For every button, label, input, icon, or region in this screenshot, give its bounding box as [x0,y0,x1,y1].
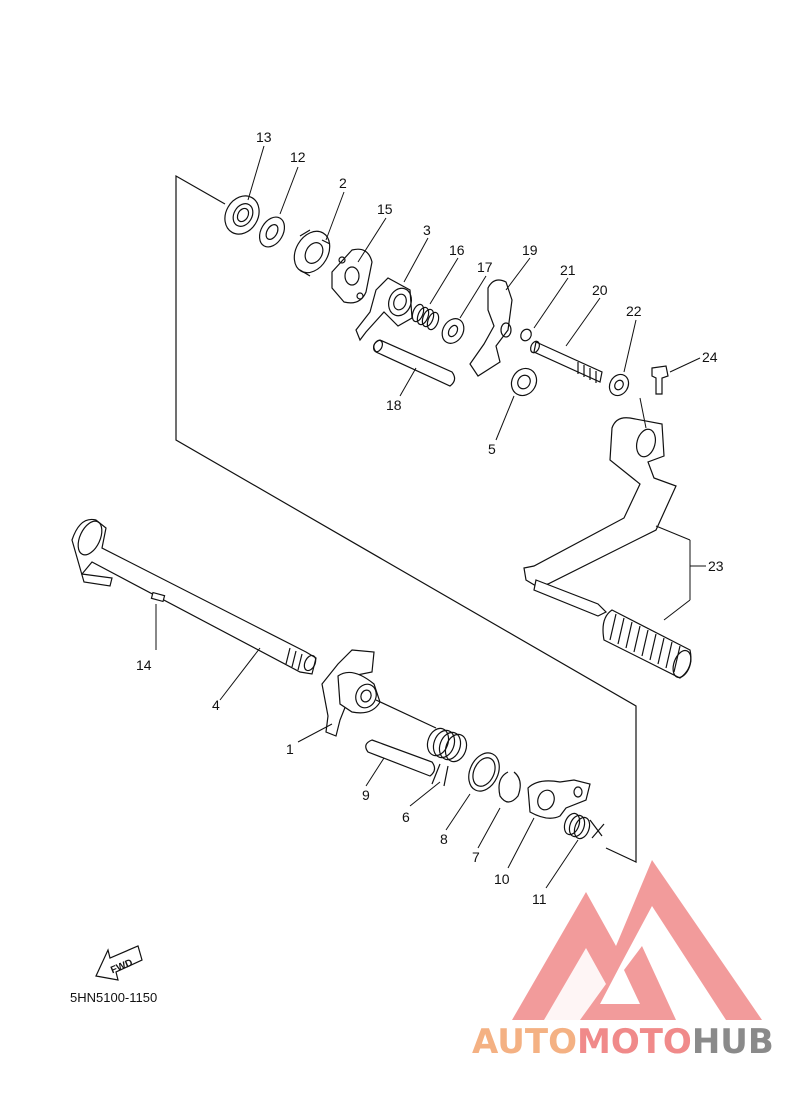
part-19-lever [469,279,513,377]
part-20-bolt [530,340,603,383]
label-9: 9 [362,787,370,803]
part-17-washer [441,318,465,344]
label-7: 7 [472,849,480,865]
label-24: 24 [702,349,718,365]
part-11-spring [563,812,605,840]
label-8: 8 [440,831,448,847]
part-4-shift-shaft [71,518,317,675]
part-18-pin [373,339,456,387]
part-14-pin [150,591,166,603]
label-1: 1 [286,741,294,757]
label-12: 12 [290,149,306,165]
watermark-moto: MOTO [576,1022,692,1062]
part-16-spring [411,303,440,331]
label-17: 17 [477,259,493,275]
part-22-nut [608,373,630,397]
part-6-spring [426,727,468,787]
part-2-segment [293,229,331,277]
part-7-circlip [498,771,521,803]
leader-lines [155,145,706,889]
part-15-stopper-plate [331,248,373,304]
diagram-code: 5HN5100-1150 [70,990,158,1005]
part-3-stopper-lever [355,277,413,342]
part-24-bolt [651,365,669,395]
part-23-shift-pedal [523,417,692,679]
label-6: 6 [402,809,410,825]
label-14: 14 [136,657,152,673]
watermark-auto: AUTO [472,1022,577,1062]
part-12-washer [258,216,286,248]
label-18: 18 [386,397,402,413]
label-23: 23 [708,558,724,574]
part-21-circlip [520,328,532,342]
assembly-boundary [175,174,637,863]
automotohub-logo [512,860,762,1020]
label-15: 15 [377,201,393,217]
label-5: 5 [488,441,496,457]
label-11: 11 [532,891,547,907]
label-16: 16 [449,242,465,258]
label-3: 3 [423,222,431,238]
watermark-hub: HUB [691,1022,774,1062]
label-20: 20 [592,282,608,298]
label-21: 21 [560,262,576,278]
watermark-text: AUTOMOTOHUB [472,1022,774,1062]
part-13-bearing [224,195,260,235]
part-1-shift-lever [321,649,437,737]
part-5-collar [510,367,538,397]
part-9-pin [365,739,436,777]
label-19: 19 [522,242,538,258]
label-22: 22 [626,303,642,319]
label-2: 2 [339,175,347,191]
part-8-washer [468,752,500,792]
part-10-lever [527,779,591,819]
fwd-arrow-icon [95,945,143,981]
label-10: 10 [494,871,510,887]
part-labels: 13 12 2 15 3 16 17 19 21 20 22 24 18 5 2… [109,129,724,976]
label-13: 13 [256,129,272,145]
label-4: 4 [212,697,220,713]
